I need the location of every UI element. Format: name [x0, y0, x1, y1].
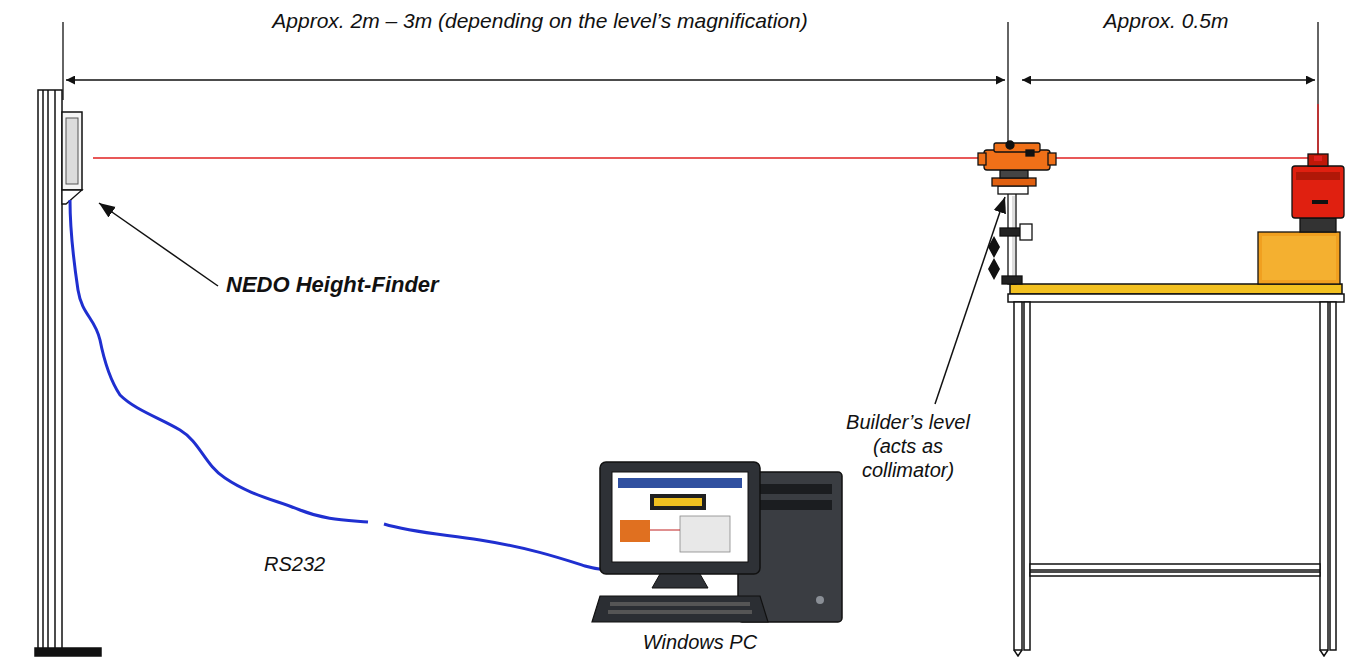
dimension-label: Approx. 2m – 3m (depending on the level’… [272, 8, 807, 33]
cable-label: RS232 [264, 552, 325, 576]
height-finder-device [62, 112, 82, 204]
builders-level [978, 141, 1056, 284]
sight-line [93, 157, 1322, 159]
rs232-cable [384, 524, 632, 570]
callout-label: Builder’s level (acts as collimator) [826, 410, 991, 482]
sight-line [1317, 104, 1318, 158]
callout-leaders [99, 197, 1005, 404]
callout-label: NEDO Height-Finder [226, 272, 439, 298]
staff-pole [35, 90, 101, 656]
device-label: Windows PC [643, 630, 757, 654]
laser-level [1258, 154, 1344, 284]
table [1008, 284, 1344, 656]
windows-pc [592, 462, 842, 622]
dimension-lines [63, 22, 1318, 160]
dimension-label: Approx. 0.5m [1104, 8, 1229, 33]
rs232-cable [70, 200, 368, 522]
